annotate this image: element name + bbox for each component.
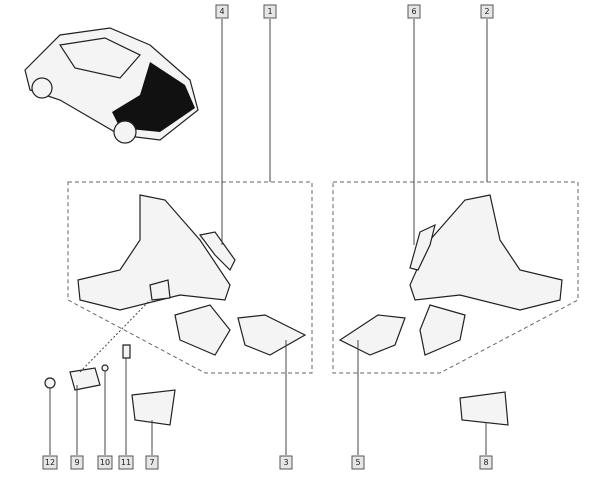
right-wheel-arch-part — [419, 304, 466, 356]
svg-text:5: 5 — [355, 458, 360, 467]
svg-text:3: 3 — [283, 458, 288, 467]
right-side-panel-part — [409, 194, 563, 311]
left-wheel-arch-part — [174, 304, 231, 356]
callout-label-2: 2 — [480, 4, 494, 19]
leader-lines — [49, 19, 488, 455]
svg-text:2: 2 — [484, 7, 489, 16]
left-upper-bracket-part — [198, 231, 236, 272]
svg-text:4: 4 — [219, 7, 224, 16]
svg-text:11: 11 — [121, 458, 131, 467]
right-inner-panel-part — [338, 314, 406, 356]
left-lower-panel-part — [131, 389, 176, 426]
right-assembly-boundary — [332, 181, 579, 374]
right-lower-panel-part — [459, 391, 509, 426]
left-assembly-boundary — [67, 181, 313, 374]
right-upper-bracket-part — [409, 223, 436, 271]
callout-label-8: 8 — [479, 455, 493, 470]
fastener-part — [122, 344, 131, 359]
svg-text:12: 12 — [45, 458, 55, 467]
callout-label-12: 12 — [42, 455, 58, 470]
left-side-panel-part — [77, 194, 231, 311]
svg-text:1: 1 — [267, 7, 272, 16]
callout-label-7: 7 — [145, 455, 159, 470]
callout-label-9: 9 — [70, 455, 84, 470]
callout-label-1: 1 — [263, 4, 277, 19]
car-overview-illustration — [24, 27, 199, 144]
clip-part — [101, 364, 109, 372]
svg-text:7: 7 — [149, 458, 154, 467]
grommet-part — [44, 377, 56, 389]
svg-text:8: 8 — [483, 458, 488, 467]
callout-label-5: 5 — [351, 455, 365, 470]
svg-text:6: 6 — [411, 7, 416, 16]
callout-label-3: 3 — [279, 455, 293, 470]
svg-text:10: 10 — [100, 458, 110, 467]
callout-label-6: 6 — [407, 4, 421, 19]
svg-text:9: 9 — [74, 458, 79, 467]
callout-label-4: 4 — [215, 4, 229, 19]
fuel-flap-part — [69, 367, 101, 391]
callout-label-11: 11 — [118, 455, 134, 470]
left-inner-panel-part — [237, 314, 307, 356]
callout-label-10: 10 — [97, 455, 113, 470]
